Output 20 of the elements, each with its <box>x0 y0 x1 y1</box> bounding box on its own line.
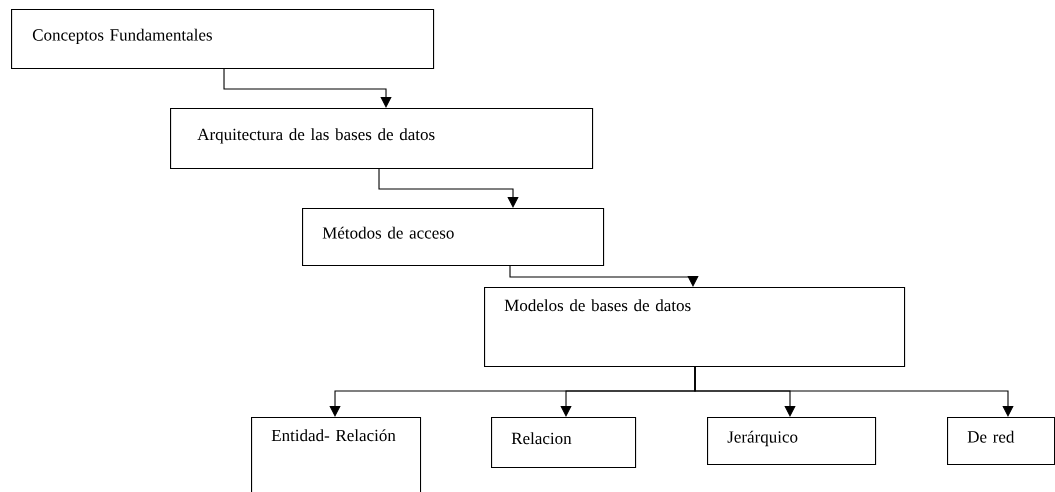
arrow <box>694 365 1014 417</box>
arrow <box>509 264 699 287</box>
box-label: Arquitectura de las bases de datos <box>197 128 435 144</box>
box <box>707 417 877 466</box>
box-label: Entidad- Relación <box>271 429 396 442</box>
box <box>484 287 906 368</box>
arrow <box>223 67 392 108</box>
arrow <box>378 167 519 208</box>
box <box>947 417 1055 466</box>
box <box>491 417 637 469</box>
box-label: Jerárquico <box>727 430 798 447</box>
box <box>170 108 594 170</box>
box-label: Conceptos Fundamentales <box>32 28 212 45</box>
box-label: Métodos de acceso <box>322 226 454 239</box>
box-label: Relacion <box>511 432 572 445</box>
box <box>251 417 422 492</box>
box <box>302 208 605 267</box>
box <box>11 9 435 70</box>
box-label: De red <box>967 430 1015 443</box>
box-label: Modelos de bases de datos <box>504 299 691 312</box>
